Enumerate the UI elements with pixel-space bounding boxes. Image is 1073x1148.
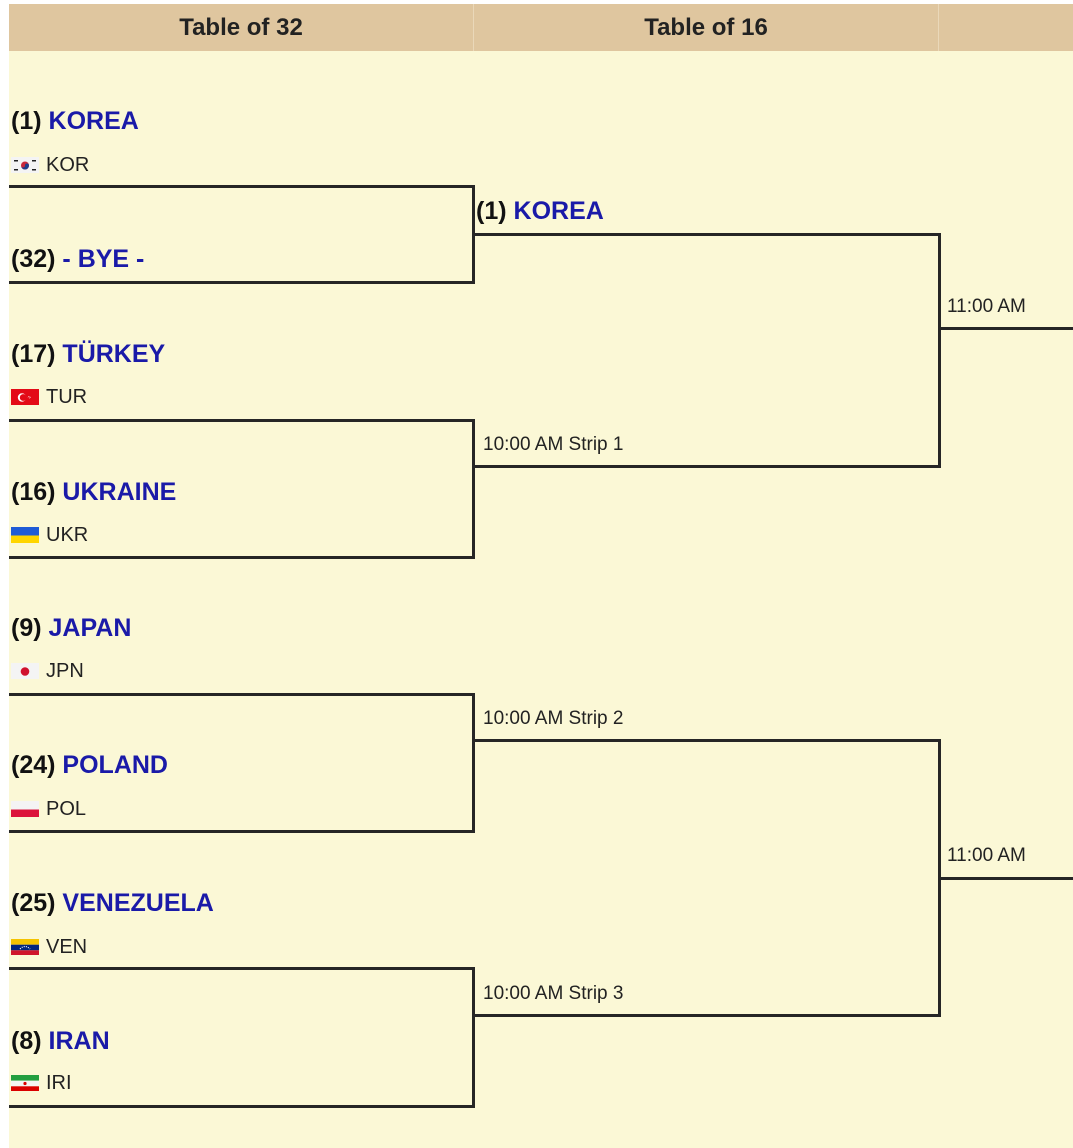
seed-label: (32) xyxy=(11,245,56,273)
match-schedule: 10:00 AM Strip 2 xyxy=(483,708,624,729)
bracket-connector xyxy=(472,419,475,559)
country-code: POL xyxy=(46,798,87,820)
bracket-line xyxy=(9,967,475,970)
bracket-line xyxy=(9,693,475,696)
bracket-line xyxy=(472,739,941,742)
column-divider xyxy=(938,4,939,51)
ukraine-flag-icon xyxy=(11,526,39,543)
team-link-turkey[interactable]: TÜRKEY xyxy=(62,340,166,368)
bracket-entry-japan: (9) JAPAN xyxy=(11,613,131,643)
turkey-flag-icon xyxy=(11,388,39,405)
japan-flag-icon xyxy=(11,662,39,679)
seed-label: (24) xyxy=(11,751,56,779)
bracket-entry-venezuela: (25) VENEZUELA xyxy=(11,888,214,918)
country-code-row: IRI xyxy=(11,1071,72,1095)
bracket-line xyxy=(9,1105,475,1108)
bracket-entry-iran: (8) IRAN xyxy=(11,1026,110,1056)
match-schedule: 10:00 AM Strip 1 xyxy=(483,434,624,455)
seed-label: (9) xyxy=(11,614,42,642)
seed-label: (8) xyxy=(11,1027,42,1055)
bracket-line xyxy=(938,327,1073,330)
seed-label: (1) xyxy=(476,197,507,225)
bracket-line xyxy=(9,281,475,284)
bracket-line xyxy=(9,185,475,188)
match-schedule: 11:00 AM xyxy=(947,296,1026,317)
seed-label: (25) xyxy=(11,889,56,917)
bracket-entry-turkey: (17) TÜRKEY xyxy=(11,339,165,369)
match-schedule: 11:00 AM xyxy=(947,845,1026,866)
round-header-bar: Table of 32 Table of 16 xyxy=(9,4,1073,51)
bracket-connector xyxy=(472,693,475,833)
country-code-row: TUR xyxy=(11,385,87,409)
korea-flag-icon xyxy=(11,156,39,173)
column-header-table-of-32: Table of 32 xyxy=(179,14,303,41)
country-code: JPN xyxy=(46,660,84,682)
bracket-entry-round16-korea: (1) KOREA xyxy=(476,196,604,226)
team-link-bye[interactable]: - BYE - xyxy=(62,245,145,273)
bracket-connector xyxy=(472,967,475,1108)
team-link-korea[interactable]: KOREA xyxy=(48,107,139,135)
bracket-entry-bye: (32) - BYE - xyxy=(11,244,144,274)
bracket-entry-korea: (1) KOREA xyxy=(11,106,139,136)
team-link-venezuela[interactable]: VENEZUELA xyxy=(62,889,214,917)
bracket-line xyxy=(938,877,1073,880)
country-code-row: UKR xyxy=(11,523,88,547)
country-code: IRI xyxy=(46,1072,72,1094)
country-code-row: KOR xyxy=(11,153,89,177)
bracket-line xyxy=(9,556,475,559)
bracket-connector xyxy=(938,233,941,468)
bracket-line xyxy=(9,830,475,833)
bracket-line xyxy=(472,1014,941,1017)
seed-label: (16) xyxy=(11,478,56,506)
seed-label: (17) xyxy=(11,340,56,368)
bracket-entry-poland: (24) POLAND xyxy=(11,750,168,780)
column-header-table-of-16: Table of 16 xyxy=(644,14,768,41)
country-code: VEN xyxy=(46,936,88,958)
team-link-japan[interactable]: JAPAN xyxy=(48,614,132,642)
team-link-korea[interactable]: KOREA xyxy=(513,197,604,225)
poland-flag-icon xyxy=(11,800,39,817)
country-code-row: JPN xyxy=(11,659,84,683)
bracket-line xyxy=(472,465,941,468)
bracket-entry-ukraine: (16) UKRAINE xyxy=(11,477,176,507)
country-code-row: POL xyxy=(11,797,86,821)
seed-label: (1) xyxy=(11,107,42,135)
team-link-ukraine[interactable]: UKRAINE xyxy=(62,478,177,506)
iran-flag-icon xyxy=(11,1074,39,1091)
bracket-page: Table of 32 Table of 16 (1) KOREA KOR (3… xyxy=(9,4,1073,1148)
country-code: UKR xyxy=(46,524,89,546)
team-link-iran[interactable]: IRAN xyxy=(48,1027,110,1055)
column-divider xyxy=(473,4,474,51)
team-link-poland[interactable]: POLAND xyxy=(62,751,168,779)
match-schedule: 10:00 AM Strip 3 xyxy=(483,983,624,1004)
bracket-line xyxy=(472,233,941,236)
country-code: KOR xyxy=(46,154,90,176)
country-code-row: VEN xyxy=(11,935,87,959)
venezuela-flag-icon xyxy=(11,938,39,955)
bracket-line xyxy=(9,419,475,422)
country-code: TUR xyxy=(46,386,88,408)
